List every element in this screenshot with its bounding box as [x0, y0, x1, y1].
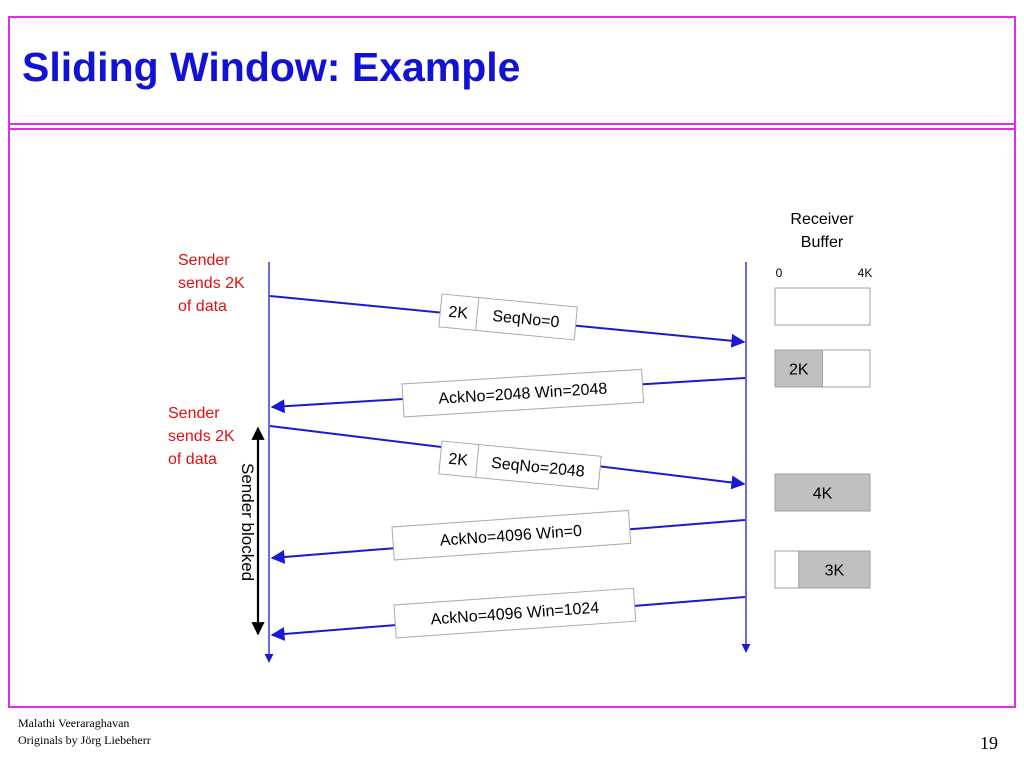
segment-size-label: 2K: [448, 451, 469, 470]
sender-note-2-line-1: Sender: [168, 405, 220, 422]
buffer-fill-label: 2K: [789, 362, 809, 379]
message-label-seq-2048: 2K SeqNo=2048: [438, 440, 602, 490]
slide-frame: [8, 16, 1016, 708]
sender-blocked-label: Sender blocked: [238, 463, 257, 581]
message-label-seq-0: 2K SeqNo=0: [438, 293, 578, 341]
buffer-fill-label: 3K: [825, 563, 845, 580]
buffer-filled-region: [798, 550, 871, 589]
buffer-state-3: 4K: [774, 473, 871, 512]
buffer-filled-region: [774, 349, 823, 388]
receiver-buffer-states: 2K 4K 3K: [774, 287, 871, 589]
buffer-scale-start: 0: [776, 266, 783, 280]
message-label-ack-4096-win-1024: AckNo=4096 Win=1024: [393, 587, 637, 639]
title-divider-bottom: [8, 128, 1016, 130]
receiver-heading-line-2: Buffer: [801, 234, 844, 251]
buffer-outline: [774, 287, 871, 326]
sender-note-1-line-1: Sender: [178, 252, 230, 269]
sender-note-1-line-3: of data: [178, 298, 227, 315]
buffer-filled-region: [774, 473, 871, 512]
footer-credit: Originals by Jörg Liebeherr: [18, 733, 151, 747]
message-label-ack-2048: AckNo=2048 Win=2048: [401, 368, 645, 418]
message-label-ack-4096-win-0: AckNo=4096 Win=0: [391, 509, 632, 561]
slide-title: Sliding Window: Example: [22, 44, 521, 90]
sender-note-2-line-2: sends 2K: [168, 428, 235, 445]
buffer-state-1: [774, 287, 871, 326]
segment-seq-label: SeqNo=0: [492, 308, 561, 331]
segment-size-label: 2K: [448, 304, 469, 323]
buffer-state-2: 2K: [774, 349, 871, 388]
sender-note-2-line-3: of data: [168, 451, 217, 468]
receiver-heading-line-1: Receiver: [790, 211, 854, 228]
title-divider-top: [8, 123, 1016, 125]
footer-author: Malathi Veeraraghavan: [18, 716, 130, 730]
buffer-fill-label: 4K: [813, 486, 833, 503]
sender-note-1-line-2: sends 2K: [178, 275, 245, 292]
buffer-scale-end: 4K: [858, 266, 873, 280]
page-number: 19: [980, 733, 998, 753]
buffer-state-4: 3K: [774, 550, 871, 589]
